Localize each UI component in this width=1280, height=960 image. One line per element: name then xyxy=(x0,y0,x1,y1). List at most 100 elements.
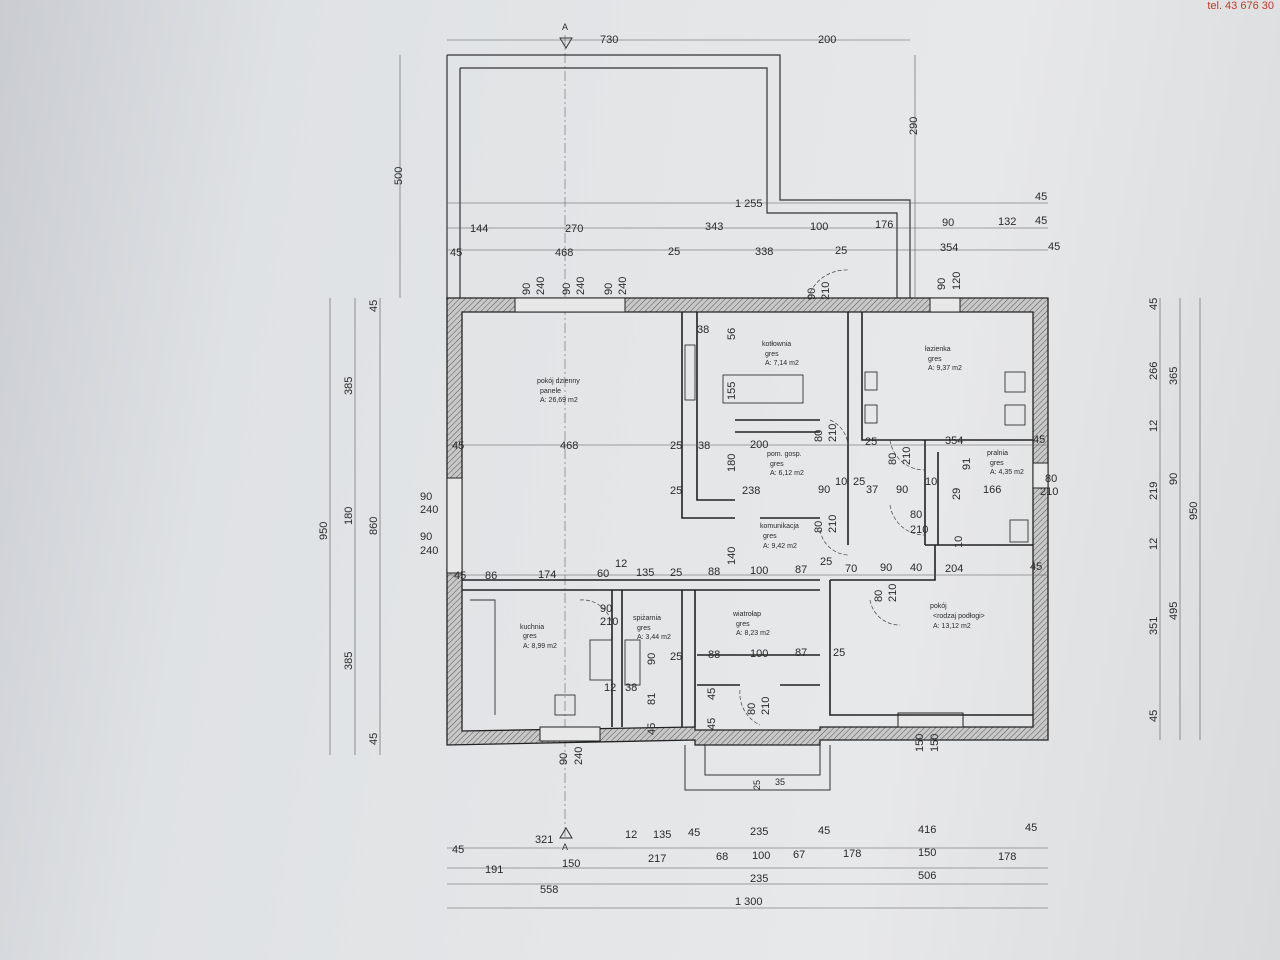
open-8a: 80 xyxy=(813,430,825,442)
room-floor: gres xyxy=(637,625,651,632)
room-label-pokoj: pokój <rodzaj podłogi> A: 13,12 m2 xyxy=(930,603,985,630)
dim-misc-2: 238 xyxy=(742,485,760,497)
open-2a: 90 xyxy=(561,283,573,295)
dim-bottom-r1-8: 416 xyxy=(918,824,936,836)
dim-terrace-extension-depth: 290 xyxy=(908,117,920,135)
dim-bottom-r1-2: 321 xyxy=(535,834,553,846)
room-label-pralnia: pralnia gres A: 4,35 m2 xyxy=(987,450,1024,476)
interior-dimensions-misc: 25 238 90 10 25 37 90 10 166 25 88 100 8… xyxy=(604,324,1001,790)
room-name: kuchnia xyxy=(520,624,544,631)
interior-dimensions-mid: 45 468 25 38 200 25 354 45 xyxy=(452,434,1045,452)
room-label-pokoj-dzienny: pokój dzienny panele A: 26,69 m2 xyxy=(537,378,580,404)
dim-bottom-r2-5: 100 xyxy=(752,850,770,862)
room-area: A: 9,37 m2 xyxy=(928,365,962,372)
stamp-text: tel. 43 676 30 xyxy=(1207,0,1274,12)
room-floor: gres xyxy=(763,533,777,540)
dim-low-13: 90 xyxy=(880,562,892,574)
open-16b: 240 xyxy=(573,747,585,765)
dim-top-r3-5: 25 xyxy=(835,245,847,257)
dim-right-mid-3: 495 xyxy=(1168,602,1180,620)
dim-low-14: 40 xyxy=(910,562,922,574)
dim-low-2: 86 xyxy=(485,570,497,582)
dim-misc-17: 38 xyxy=(697,324,709,336)
room-floor: gres xyxy=(990,460,1004,467)
room-floor: gres xyxy=(736,621,750,628)
terrace-outline-inner xyxy=(459,67,898,300)
dim-top-total: 1 255 xyxy=(735,198,763,210)
dim-mid-4: 38 xyxy=(698,440,710,452)
dim-top-r2-4: 100 xyxy=(810,221,828,233)
open-4b: 240 xyxy=(420,504,438,516)
dim-low-10: 87 xyxy=(795,564,807,576)
right-dimensions: 950 365 90 495 45 266 12 219 12 351 45 xyxy=(1148,298,1200,722)
room-name: pokój dzienny xyxy=(537,378,580,385)
terrace-dimensions: 730 200 500 290 xyxy=(393,34,920,185)
dim-left-mid-1: 385 xyxy=(343,377,355,395)
open-17a: 150 xyxy=(914,734,926,752)
dim-misc-4: 10 xyxy=(835,476,847,488)
dim-bottom-r2-9: 178 xyxy=(998,851,1016,863)
dim-misc-28: 35 xyxy=(775,777,785,787)
room-name: pokój xyxy=(930,603,947,610)
dim-right-inner-4: 219 xyxy=(1148,482,1160,500)
dim-low-5: 12 xyxy=(615,558,627,570)
dim-mid-6: 25 xyxy=(865,436,877,448)
dim-misc-26: 10 xyxy=(953,536,965,548)
dim-right-inner-5: 12 xyxy=(1148,538,1160,550)
dim-low-8: 88 xyxy=(708,566,720,578)
open-2b: 240 xyxy=(575,277,587,295)
dim-mid-2: 468 xyxy=(560,440,578,452)
dim-misc-21: 140 xyxy=(726,547,738,565)
dim-misc-27: 25 xyxy=(752,780,762,790)
dim-misc-7: 90 xyxy=(896,484,908,496)
dim-misc-22: 81 xyxy=(646,693,658,705)
dim-left-mid-3: 385 xyxy=(343,652,355,670)
dim-right-inner-7: 45 xyxy=(1148,710,1160,722)
room-floor: gres xyxy=(770,461,784,468)
dim-mid-7: 354 xyxy=(945,435,963,447)
open-11b: 210 xyxy=(910,524,928,536)
dim-bottom-r2-2: 150 xyxy=(562,858,580,870)
door-swings xyxy=(579,269,926,726)
room-floor: gres xyxy=(765,351,779,358)
open-16a: 90 xyxy=(558,753,570,765)
dim-left-mid-2: 180 xyxy=(343,507,355,525)
room-name: pom. gosp. xyxy=(767,451,802,458)
open-3b: 240 xyxy=(617,277,629,295)
room-area: A: 26,69 m2 xyxy=(540,397,578,404)
dim-misc-14: 25 xyxy=(833,647,845,659)
dim-low-6: 135 xyxy=(636,567,654,579)
room-floor: <rodzaj podłogi> xyxy=(933,613,985,620)
open-6b: 210 xyxy=(820,282,832,300)
dim-misc-3: 90 xyxy=(818,484,830,496)
dim-right-inner-2: 266 xyxy=(1148,362,1160,380)
room-name: komunikacja xyxy=(760,523,799,530)
room-floor: gres xyxy=(523,633,537,640)
room-area: A: 8,99 m2 xyxy=(523,643,557,650)
dim-top-r2-2: 270 xyxy=(565,223,583,235)
room-label-pom-gosp: pom. gosp. gres A: 6,12 m2 xyxy=(767,451,804,477)
room-name: łazienka xyxy=(925,346,951,353)
open-15b: 210 xyxy=(1040,486,1058,498)
room-floor: panele xyxy=(540,388,561,395)
interior-dimensions-low: 45 86 174 60 12 135 25 88 100 87 25 70 9… xyxy=(454,556,1042,582)
dim-mid-5: 200 xyxy=(750,439,768,451)
open-9b: 210 xyxy=(901,447,913,465)
open-13b: 210 xyxy=(760,697,772,715)
open-7a: 90 xyxy=(936,278,948,290)
dim-misc-13: 87 xyxy=(795,647,807,659)
open-12b: 210 xyxy=(887,584,899,602)
open-10a: 80 xyxy=(813,521,825,533)
left-dimensions: 950 385 180 385 45 860 45 xyxy=(318,300,380,745)
open-13a: 80 xyxy=(746,703,758,715)
open-1b: 240 xyxy=(535,277,547,295)
dim-bottom-r1-7: 45 xyxy=(818,825,830,837)
open-11a: 80 xyxy=(910,509,922,521)
open-5b: 240 xyxy=(420,545,438,557)
open-9a: 80 xyxy=(887,453,899,465)
dim-low-7: 25 xyxy=(670,567,682,579)
top-dimensions: 1 255 45 144 270 343 100 176 90 132 45 4… xyxy=(450,191,1060,259)
section-label-bottom: A xyxy=(562,842,568,852)
open-17b: 150 xyxy=(929,734,941,752)
